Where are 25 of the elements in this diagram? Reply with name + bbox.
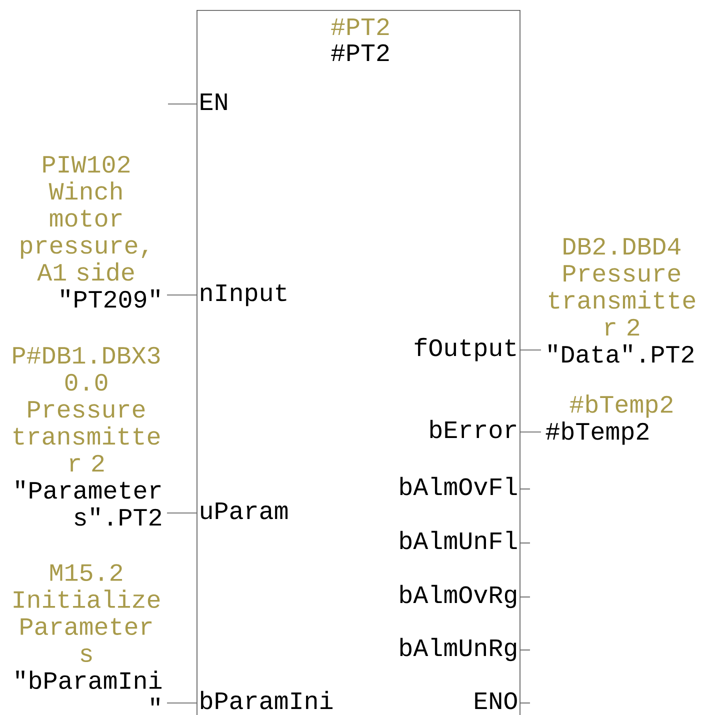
connection-line [520,596,530,598]
connection-line [520,542,530,544]
pin-name: nInput [200,284,286,306]
connection-line [166,294,197,296]
connection-line [166,702,197,704]
connection-line [520,702,530,704]
pin-name: fOutput [414,338,516,362]
connection-line [520,488,530,490]
operand-label: #bTemp2 #bTemp2 [546,394,672,445]
pin-name: bAlmUnRg [400,638,516,662]
pin-name: bAlmOvRg [400,584,516,608]
operand-label: P#DB1.DBX3 0.0 Pressure transmitte r 2 "Parameter s".PT2 [13,346,162,526]
block-instance: #PT2 [331,44,389,61]
pin-name: bAlmUnFl [400,530,517,550]
pin-name: uParam [201,502,288,520]
block-comment: #PT2 [331,18,389,35]
operand-label: DB2.DBD4 Pressure transmitte r 2 "Data".PT2 [548,238,696,363]
operand-label: PIW102 Winch motor pressure, A1 side "PT209" [20,156,160,308]
pin-name: bAlmOvFl [400,476,517,496]
pin-name: ENO [475,692,517,710]
connection-line [166,512,197,514]
pin-name: EN [200,94,227,110]
operand-label: M15.2 Initialize Parameter s "bParamIni " [14,564,162,706]
pin-name: bParamIni [200,690,333,710]
pin-name: bError [430,420,516,438]
